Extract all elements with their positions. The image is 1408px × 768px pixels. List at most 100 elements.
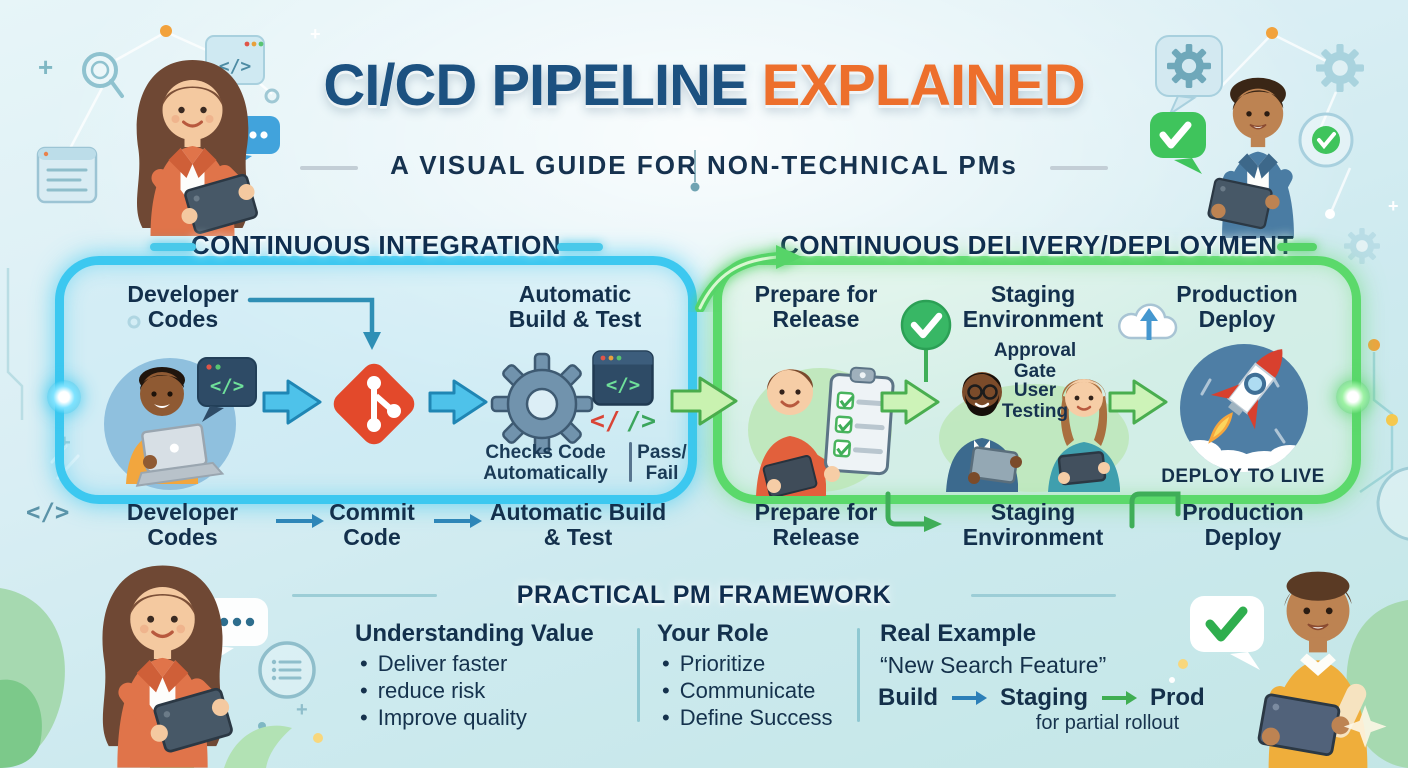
fail-code-icon: </ <box>589 406 620 435</box>
ci-arrow-icon <box>428 379 488 425</box>
framework-line-left <box>292 594 437 597</box>
cd-caption-approval: Approval Gate <box>993 340 1077 382</box>
cd-arrow-icon <box>880 379 940 425</box>
ci-step-build: Automatic Build & Test <box>489 499 667 551</box>
staging-testers-illustration <box>939 372 1129 492</box>
git-commit-icon <box>333 363 415 445</box>
framework-col-value-bullets: Deliver faster reduce risk Improve quali… <box>360 650 527 731</box>
code-window-icon: </> <box>592 350 654 406</box>
code-tag-decor: </> <box>26 498 69 526</box>
pm-illustration-top-right <box>1207 77 1294 238</box>
pass-fail-code-icons: <//> <box>588 406 658 435</box>
svg-text:</>: </> <box>219 56 252 77</box>
example-quote: “New Search Feature” <box>880 652 1107 678</box>
check-bubble-icon <box>1190 596 1264 670</box>
cd-section-header: CONTINUOUS DELIVERY/DEPLOYMENT <box>780 230 1294 260</box>
framework-col-role-bullets: Prioritize Communicate Define Success <box>662 650 833 731</box>
title-primary: CI/CD PIPELINE <box>323 53 748 118</box>
circuit-lines-right <box>1359 352 1394 494</box>
cd-header-arrow-icon <box>695 245 802 312</box>
bullet-item: Communicate <box>662 677 833 704</box>
elbow-arrow-icon <box>885 491 942 532</box>
elbow-arrow-icon <box>1129 491 1181 529</box>
magnifier-icon <box>82 52 124 98</box>
subtitle-dash-right <box>1050 166 1108 170</box>
glow-node-cd <box>1336 380 1370 414</box>
pass-code-icon: /> <box>626 406 657 435</box>
ci-label-build-top: Automatic Build & Test <box>508 281 642 333</box>
ci-step-commit: Commit Code <box>329 499 415 551</box>
gear-icon <box>1344 228 1380 264</box>
pm-illustration-top-left <box>136 60 258 236</box>
flow-prod: Prod <box>1150 684 1205 711</box>
title-accent: EXPLAINED <box>761 53 1086 118</box>
ci-step-developer: Developer Codes <box>126 499 239 551</box>
ci-to-cd-arrow-icon <box>670 376 738 426</box>
pm-illustration-bottom-right <box>1257 571 1387 768</box>
code-bubble-icon: </> <box>197 357 257 422</box>
framework-line-right <box>971 594 1116 597</box>
gear-icon <box>1316 44 1364 92</box>
flow-arrow-green-icon <box>1102 691 1137 705</box>
page-subtitle: A VISUAL GUIDE FOR NON-TECHNICAL PMs <box>390 150 1018 180</box>
bullet-item: reduce risk <box>360 677 527 704</box>
plus-icon: + <box>1388 196 1399 216</box>
developer-illustration: </> <box>104 357 257 490</box>
example-note: for partial rollout <box>1035 712 1180 734</box>
check-bubble-outline-icon <box>1298 112 1354 168</box>
framework-col-example-title: Real Example <box>880 620 1037 647</box>
svg-text:</>: </> <box>606 374 640 396</box>
check-bubble-icon <box>1150 112 1206 174</box>
ci-caption-checks: Checks Code Automatically <box>483 442 608 485</box>
release-prep-illustration <box>748 366 895 496</box>
step-arrow-icon <box>276 514 324 528</box>
ci-elbow-arrow-icon <box>247 297 381 350</box>
bullet-item: Improve quality <box>360 704 527 731</box>
cd-label-prepare-top: Prepare for Release <box>754 281 878 333</box>
cd-label-staging-top: Staging Environment <box>962 281 1104 333</box>
clipboard-checklist-icon <box>824 366 895 476</box>
node-dot-orange <box>160 25 172 37</box>
cd-arrow-icon <box>1108 379 1168 425</box>
gear-bubble-icon <box>1155 35 1223 117</box>
caption-divider <box>629 442 632 482</box>
cd-caption-testing: User Testing <box>1001 380 1069 422</box>
ci-arrow-icon <box>262 379 322 425</box>
cd-step-prepare: Prepare for Release <box>754 499 878 551</box>
plus-icon: + <box>38 52 53 82</box>
framework-header: PRACTICAL PM FRAMEWORK <box>516 581 892 609</box>
flow-arrow-blue-icon <box>952 691 987 705</box>
framework-col-value-title: Understanding Value <box>355 620 594 647</box>
ci-header-dash-left <box>150 243 196 251</box>
ci-label-developer-top: Developer Codes <box>127 281 239 333</box>
step-arrow-icon <box>434 514 482 528</box>
cd-label-production-top: Production Deploy <box>1176 281 1298 333</box>
gear-icon <box>490 352 594 454</box>
circuit-lines-left <box>6 268 24 420</box>
example-flow: Build Staging Prod <box>878 684 1205 712</box>
plus-icon: + <box>310 24 321 44</box>
ci-caption-pass-fail: Pass/ Fail <box>637 442 687 485</box>
ci-header-dash-right <box>557 243 603 251</box>
subtitle-dash-left <box>300 166 358 170</box>
cd-caption-deploy: DEPLOY TO LIVE <box>1161 466 1325 487</box>
approval-check-icon <box>900 299 952 382</box>
framework-col-role-title: Your Role <box>657 620 769 647</box>
bullet-item: Prioritize <box>662 650 833 677</box>
framework-divider <box>857 628 860 722</box>
flow-build: Build <box>878 684 938 711</box>
plus-icon: + <box>296 699 308 721</box>
ci-section-header: CONTINUOUS INTEGRATION <box>190 230 562 260</box>
checklist-card-icon <box>36 146 98 204</box>
bullet-item: Deliver faster <box>360 650 527 677</box>
cloud-upload-icon <box>1118 303 1178 340</box>
framework-divider <box>637 628 640 722</box>
leaf-rocket-badge-icon <box>1376 466 1408 541</box>
bullet-item: Define Success <box>662 704 833 731</box>
cd-step-production: Production Deploy <box>1182 499 1304 551</box>
cd-step-staging: Staging Environment <box>962 499 1104 551</box>
pm-illustration-bottom-left <box>102 565 233 768</box>
rocket-launch-icon <box>1180 344 1308 472</box>
